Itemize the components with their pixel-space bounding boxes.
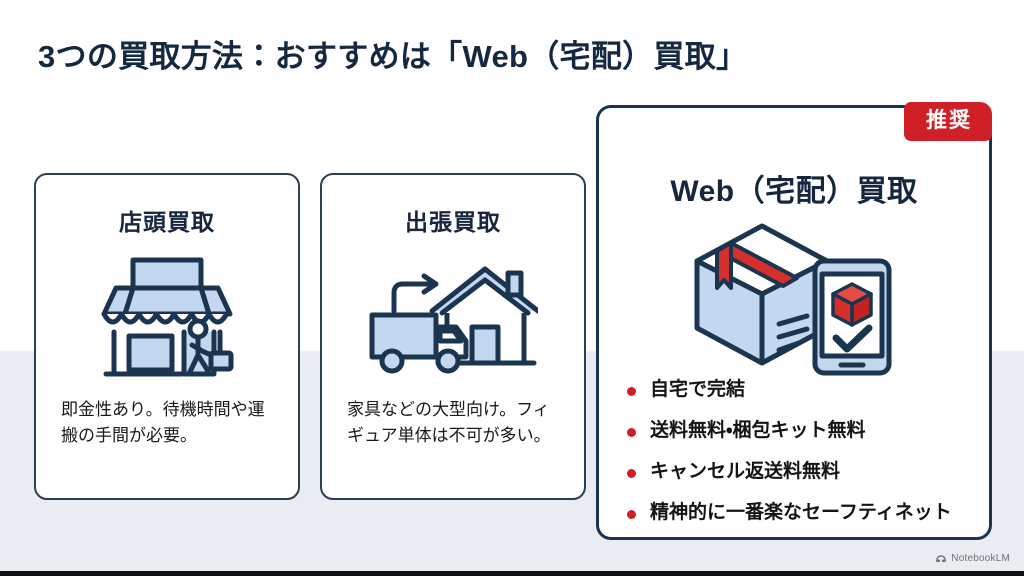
card-store-description: 即金性あり。待機時間や運搬の手間が必要。 bbox=[61, 400, 265, 446]
card-store-purchase[interactable]: 店頭買取 bbox=[34, 173, 300, 500]
truck-to-house-icon bbox=[322, 247, 584, 387]
list-item-label: 精神的に一番楽なセーフティネット bbox=[650, 502, 952, 523]
bullet-dot-icon bbox=[627, 469, 636, 478]
bullet-dot-icon bbox=[627, 510, 636, 519]
notebooklm-watermark: NotebookLM bbox=[935, 553, 1010, 564]
storefront-icon bbox=[36, 247, 298, 387]
card-visit-purchase[interactable]: 出張買取 bbox=[320, 173, 586, 500]
list-item: キャンセル返送料無料 bbox=[625, 462, 977, 481]
status-badge-recommended: 推奨 bbox=[904, 102, 992, 142]
list-item-label: キャンセル返送料無料 bbox=[650, 461, 841, 482]
parcel-box-and-phone-icon bbox=[599, 216, 989, 376]
bullet-dot-icon bbox=[627, 428, 636, 437]
bullet-dot-icon bbox=[627, 387, 636, 396]
notebooklm-logo-icon bbox=[936, 555, 947, 563]
card-web-purchase-recommended[interactable]: 推奨 Web（宅配）買取 bbox=[596, 102, 992, 540]
page-title: 3つの買取方法：おすすめは「Web（宅配）買取」 bbox=[38, 39, 748, 74]
card-visit-description: 家具などの大型向け。フィギュア単体は不可が多い。 bbox=[347, 400, 551, 446]
list-item-label: 送料無料・梱包キット無料 bbox=[650, 420, 866, 441]
list-item: 送料無料・梱包キット無料 bbox=[625, 421, 977, 440]
list-item: 自宅で完結 bbox=[625, 380, 977, 399]
card-store-heading: 店頭買取 bbox=[119, 209, 215, 235]
card-visit-heading: 出張買取 bbox=[405, 209, 501, 235]
card-web-heading: Web（宅配）買取 bbox=[670, 175, 918, 208]
list-item: 精神的に一番楽なセーフティネット bbox=[625, 503, 977, 522]
list-item-label: 自宅で完結 bbox=[650, 379, 746, 400]
web-benefits-list: 自宅で完結 送料無料・梱包キット無料 キャンセル返送料無料 精神的に一番楽なセー… bbox=[625, 380, 977, 544]
watermark-label: NotebookLM bbox=[951, 553, 1010, 564]
